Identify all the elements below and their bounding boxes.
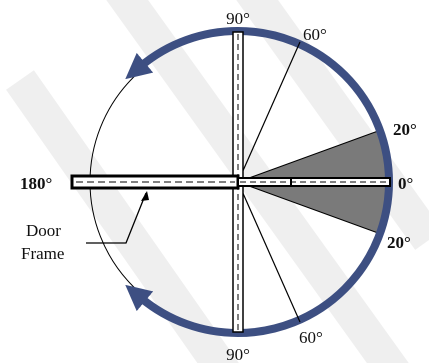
door-frame-pointer <box>86 192 147 244</box>
label-top-90: 90° <box>226 9 250 28</box>
label-right-upper-20: 20° <box>393 120 417 139</box>
door-frame-pointer-head <box>141 191 149 201</box>
label-bottom-90: 90° <box>226 345 250 363</box>
label-right-0: 0° <box>398 174 413 193</box>
label-left-180: 180° <box>20 174 52 193</box>
curved-arrow-clockwise-icon <box>125 284 239 338</box>
label-door-frame-line2: Frame <box>21 244 64 263</box>
door-horizontal-180 <box>70 174 240 190</box>
door-horizontal-0 <box>237 177 391 187</box>
label-top-60: 60° <box>303 25 327 44</box>
label-door-frame-line1: Door <box>26 221 61 240</box>
label-right-lower-20: 20° <box>387 233 411 252</box>
radial-line-60-upper <box>237 41 301 183</box>
curved-arrow-counterclockwise-icon <box>125 26 239 80</box>
label-bottom-60: 60° <box>299 328 323 347</box>
radial-line-60-lower <box>237 181 301 323</box>
